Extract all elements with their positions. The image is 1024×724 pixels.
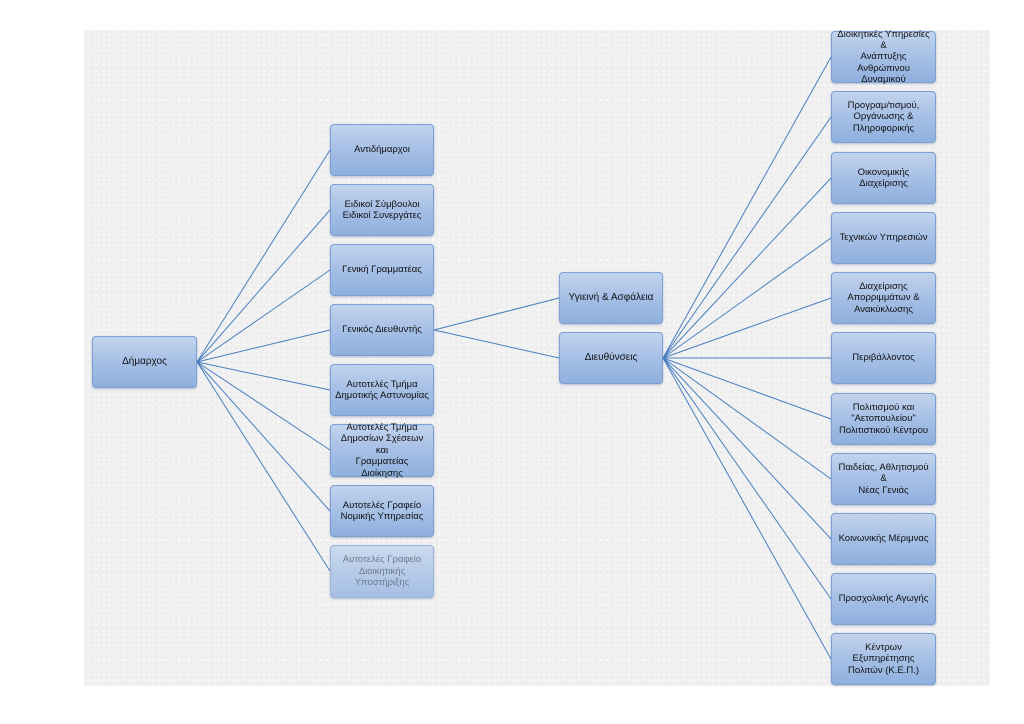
node-kep: Κέντρων Εξυπηρέτησης Πολιτών (Κ.Ε.Π.) — [831, 633, 936, 685]
node-aporrimmaton: Διαχείρισης Απορριμμάτων & Ανακύκλωσης — [831, 272, 936, 324]
node-programmatismou: Προγραμ/τισμού, Οργάνωσης & Πληροφορικής — [831, 91, 936, 143]
node-eidikoi: Ειδικοί Σύμβουλοι Ειδικοί Συνεργάτες — [330, 184, 434, 236]
node-perivallontos: Περιβάλλοντος — [831, 332, 936, 384]
node-koinonikis: Κοινωνικής Μέριμνας — [831, 513, 936, 565]
node-ygieini: Υγιεινή & Ασφάλεια — [559, 272, 663, 324]
node-politismou: Πολιτισμού και "Αετοπουλείου" Πολιτιστικ… — [831, 393, 936, 445]
node-antidimarxoi: Αντιδήμαρχοι — [330, 124, 434, 176]
node-astynomia: Αυτοτελές Τμήμα Δημοτικής Αστυνομίας — [330, 364, 434, 416]
node-texnikon: Τεχνικών Υπηρεσιών — [831, 212, 936, 264]
node-gen-grammateas: Γενική Γραμματέας — [330, 244, 434, 296]
node-mayor: Δήμαρχος — [92, 336, 197, 388]
node-prosxolikis: Προσχολικής Αγωγής — [831, 573, 936, 625]
node-dioikitikes: Διοικητικές Υπηρεσίες & Ανάπτυξης Ανθρώπ… — [831, 29, 936, 85]
node-dioikitiki-ypostirixi: Αυτοτελές Γραφείο Διοικητικής Υποστήριξη… — [330, 545, 434, 598]
node-dieythynseis: Διευθύνσεις — [559, 332, 663, 384]
node-oikonomikis: Οικονομικής Διαχείρισης — [831, 152, 936, 204]
node-paideias: Παιδείας, Αθλητισμού & Νέας Γενιάς — [831, 453, 936, 505]
node-gen-dieythintis: Γενικός Διευθυντής — [330, 304, 434, 356]
node-dimosies-sxeseis: Αυτοτελές Τμήμα Δημοσίων Σχέσεων και Γρα… — [330, 422, 434, 479]
node-nomiki: Αυτοτελές Γραφείο Νομικής Υπηρεσίας — [330, 485, 434, 537]
